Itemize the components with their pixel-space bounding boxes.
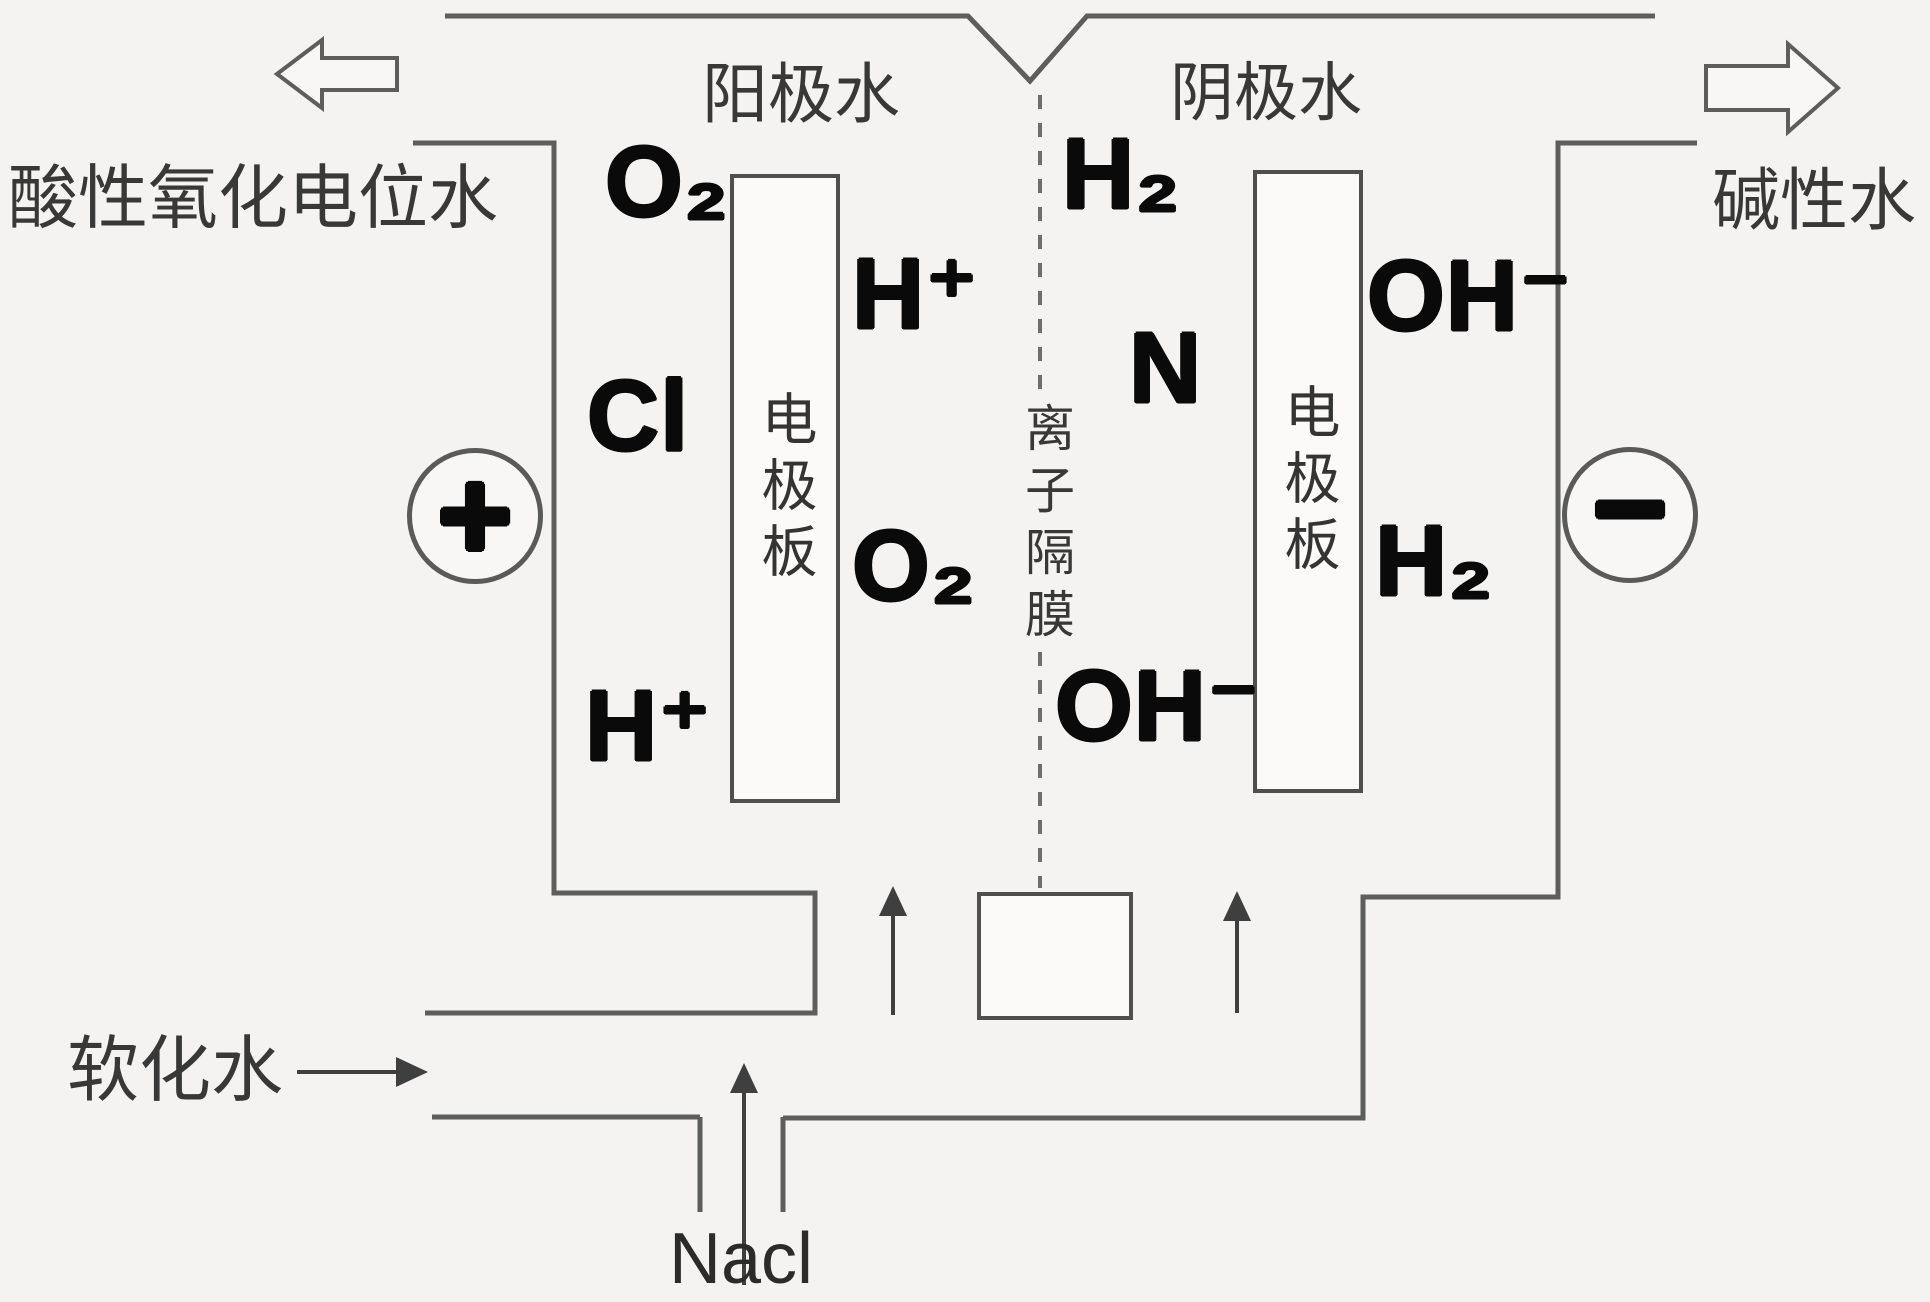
species-cathode-h2-top: H₂ [1062, 118, 1181, 230]
nacl-label: Nacl [669, 1219, 814, 1299]
species-cathode-n: N [1129, 312, 1203, 424]
plus-icon: + [437, 444, 513, 587]
species-anode-o2-top: O₂ [605, 126, 730, 238]
negative-terminal: − [1562, 437, 1698, 583]
inflow-right-arrow-icon [297, 1057, 428, 1087]
ion-membrane-label: 离子隔膜 [1018, 402, 1074, 650]
species-anode-cl: Cl [587, 360, 689, 472]
left-up-arrow-icon [879, 886, 907, 1015]
electrode-plate-right: 电极板 [1253, 170, 1363, 793]
electrode-plate-left: 电极板 [730, 174, 840, 803]
right-up-arrow-icon [1223, 891, 1251, 1013]
minus-icon: − [1592, 437, 1668, 580]
species-cathode-h2-mid: H₂ [1375, 505, 1494, 617]
positive-terminal: + [407, 448, 543, 584]
species-anode-h-plus-lower: H⁺ [585, 670, 712, 782]
species-cathode-oh-lower: OH⁻ [1055, 650, 1261, 762]
top-pipe-line [445, 13, 1655, 85]
species-cathode-oh-upper: OH⁻ [1367, 240, 1573, 352]
species-anode-h-plus-upper: H⁺ [852, 238, 979, 350]
softened-water-label: 软化水 [67, 1031, 284, 1111]
anode-water-label: 阳极水 [702, 57, 900, 131]
nacl-up-arrow-icon [730, 1063, 758, 1285]
species-anode-o2-mid: O₂ [852, 510, 977, 622]
left-vessel-wall [413, 140, 818, 1016]
cathode-water-label: 阴极水 [1170, 57, 1362, 129]
electrode-plate-right-label: 电极板 [1277, 382, 1340, 581]
right-vessel-wall [783, 140, 1697, 1121]
outflow-left-arrow-icon [273, 35, 399, 113]
outflow-right-arrow-icon [1704, 39, 1842, 137]
alkaline-water-label: 碱性水 [1712, 163, 1917, 239]
acidic-water-label: 酸性氧化电位水 [8, 159, 498, 237]
membrane-collection-box [977, 892, 1133, 1020]
electrode-plate-left-label: 电极板 [754, 389, 817, 588]
